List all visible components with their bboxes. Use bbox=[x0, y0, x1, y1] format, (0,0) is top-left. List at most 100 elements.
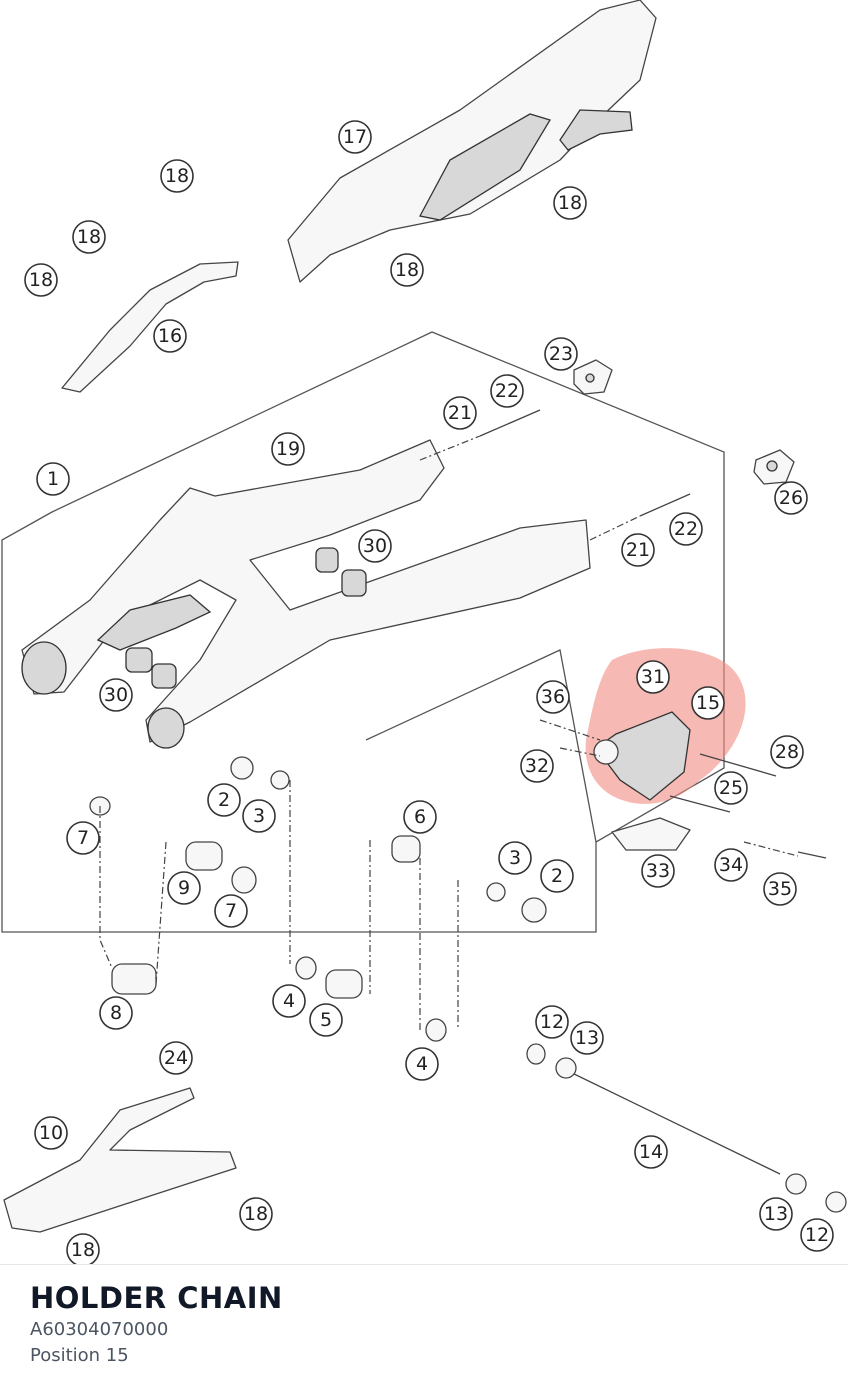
axle-spacer-13-left bbox=[555, 1057, 577, 1079]
plug-mid bbox=[341, 569, 367, 597]
callout-18-g[interactable]: 18 bbox=[66, 1233, 100, 1264]
callout-21-lower[interactable]: 21 bbox=[621, 533, 655, 567]
svg-text:23: 23 bbox=[549, 343, 573, 365]
callout-18-a[interactable]: 18 bbox=[160, 159, 194, 193]
callout-18-d[interactable]: 18 bbox=[390, 253, 424, 287]
leader-9-8 bbox=[155, 841, 167, 985]
callout-36[interactable]: 36 bbox=[536, 680, 570, 714]
svg-text:21: 21 bbox=[626, 539, 650, 561]
chain-slider-lower bbox=[3, 1087, 237, 1233]
chain-adjuster-23-hole bbox=[585, 373, 595, 383]
callout-8[interactable]: 8 bbox=[99, 996, 133, 1030]
chain-slide-33 bbox=[611, 817, 691, 851]
callout-16[interactable]: 16 bbox=[153, 319, 187, 353]
callout-15[interactable]: 15 bbox=[691, 686, 725, 720]
callout-10[interactable]: 10 bbox=[34, 1116, 68, 1150]
svg-text:36: 36 bbox=[541, 686, 565, 708]
bushing-6 bbox=[391, 835, 421, 863]
svg-text:25: 25 bbox=[719, 777, 743, 799]
callout-31[interactable]: 31 bbox=[636, 660, 670, 694]
callout-18-b[interactable]: 18 bbox=[72, 220, 106, 254]
callout-23[interactable]: 23 bbox=[544, 337, 578, 371]
plug-lower-1 bbox=[125, 647, 153, 673]
svg-text:3: 3 bbox=[509, 847, 521, 869]
callout-19[interactable]: 19 bbox=[271, 432, 305, 466]
bolt-22-upper bbox=[479, 409, 541, 437]
callout-2-right[interactable]: 2 bbox=[540, 859, 574, 893]
callout-12-right[interactable]: 12 bbox=[800, 1218, 834, 1252]
callout-14[interactable]: 14 bbox=[634, 1135, 668, 1169]
chain-adjuster-26-hole bbox=[766, 460, 778, 472]
svg-text:18: 18 bbox=[165, 165, 189, 187]
pivot-bushing-right bbox=[147, 707, 185, 749]
callout-21-upper[interactable]: 21 bbox=[443, 396, 477, 430]
svg-text:9: 9 bbox=[178, 877, 190, 899]
callout-5[interactable]: 5 bbox=[309, 1003, 343, 1037]
svg-text:18: 18 bbox=[29, 269, 53, 291]
inner-frame bbox=[365, 649, 597, 843]
svg-text:19: 19 bbox=[276, 438, 300, 460]
callout-32[interactable]: 32 bbox=[520, 749, 554, 783]
callout-22-lower[interactable]: 22 bbox=[669, 512, 703, 546]
axle-washer-12-left bbox=[526, 1043, 546, 1065]
callout-4-right[interactable]: 4 bbox=[405, 1047, 439, 1081]
callout-7-upper[interactable]: 7 bbox=[66, 821, 100, 855]
svg-text:13: 13 bbox=[764, 1203, 788, 1225]
callout-24[interactable]: 24 bbox=[159, 1041, 193, 1075]
callout-25[interactable]: 25 bbox=[714, 771, 748, 805]
callout-1[interactable]: 1 bbox=[36, 462, 70, 496]
swingarm bbox=[21, 439, 591, 743]
holder-chain-part bbox=[595, 711, 691, 801]
callout-6[interactable]: 6 bbox=[403, 800, 437, 834]
svg-text:14: 14 bbox=[639, 1141, 663, 1163]
axis-36 bbox=[539, 719, 601, 741]
axle-spacer-13-right bbox=[785, 1173, 807, 1195]
callout-28[interactable]: 28 bbox=[770, 735, 804, 769]
callout-13-right[interactable]: 13 bbox=[759, 1197, 793, 1231]
callout-12-left[interactable]: 12 bbox=[535, 1005, 569, 1039]
callout-34[interactable]: 34 bbox=[714, 848, 748, 882]
svg-text:5: 5 bbox=[320, 1009, 332, 1031]
svg-text:4: 4 bbox=[416, 1053, 428, 1075]
ring-2-right bbox=[521, 897, 547, 923]
callout-13-left[interactable]: 13 bbox=[570, 1021, 604, 1055]
callout-18-e[interactable]: 18 bbox=[553, 186, 587, 220]
callout-22-upper[interactable]: 22 bbox=[490, 374, 524, 408]
plug-lower-2 bbox=[151, 663, 177, 689]
bolt-28 bbox=[699, 753, 777, 777]
part-position: Position 15 bbox=[30, 1345, 129, 1366]
axle bbox=[569, 1071, 781, 1175]
callout-4-left[interactable]: 4 bbox=[272, 984, 306, 1018]
plug-upper bbox=[315, 547, 339, 573]
svg-text:24: 24 bbox=[164, 1047, 188, 1069]
ring-4-right bbox=[425, 1018, 447, 1042]
callout-7-lower[interactable]: 7 bbox=[214, 894, 248, 928]
callout-18-c[interactable]: 18 bbox=[24, 263, 58, 297]
pivot-bushing-left bbox=[21, 641, 67, 695]
callout-35[interactable]: 35 bbox=[763, 872, 797, 906]
callout-33[interactable]: 33 bbox=[641, 854, 675, 888]
bushing-9 bbox=[185, 841, 223, 871]
part-title: HOLDER CHAIN bbox=[30, 1281, 283, 1315]
callout-30-upper[interactable]: 30 bbox=[358, 529, 392, 563]
callout-17[interactable]: 17 bbox=[338, 120, 372, 154]
callout-26[interactable]: 26 bbox=[774, 481, 808, 515]
axis-upper bbox=[419, 435, 481, 461]
callout-9[interactable]: 9 bbox=[167, 871, 201, 905]
callout-2-left[interactable]: 2 bbox=[207, 783, 241, 817]
part-number: A60304070000 bbox=[30, 1319, 169, 1340]
chain-slider-upper bbox=[61, 261, 239, 393]
callout-30-lower[interactable]: 30 bbox=[99, 678, 133, 712]
svg-text:18: 18 bbox=[77, 226, 101, 248]
svg-text:12: 12 bbox=[805, 1224, 829, 1246]
svg-text:1: 1 bbox=[47, 468, 59, 490]
svg-text:34: 34 bbox=[719, 854, 743, 876]
ring-4-left bbox=[295, 956, 317, 980]
svg-text:30: 30 bbox=[363, 535, 387, 557]
callout-3-right[interactable]: 3 bbox=[498, 841, 532, 875]
svg-text:18: 18 bbox=[395, 259, 419, 281]
axle-nut-12-right bbox=[825, 1191, 847, 1213]
callout-3-left[interactable]: 3 bbox=[242, 799, 276, 833]
chain-guard-window bbox=[419, 113, 551, 221]
callout-18-f[interactable]: 18 bbox=[239, 1197, 273, 1231]
